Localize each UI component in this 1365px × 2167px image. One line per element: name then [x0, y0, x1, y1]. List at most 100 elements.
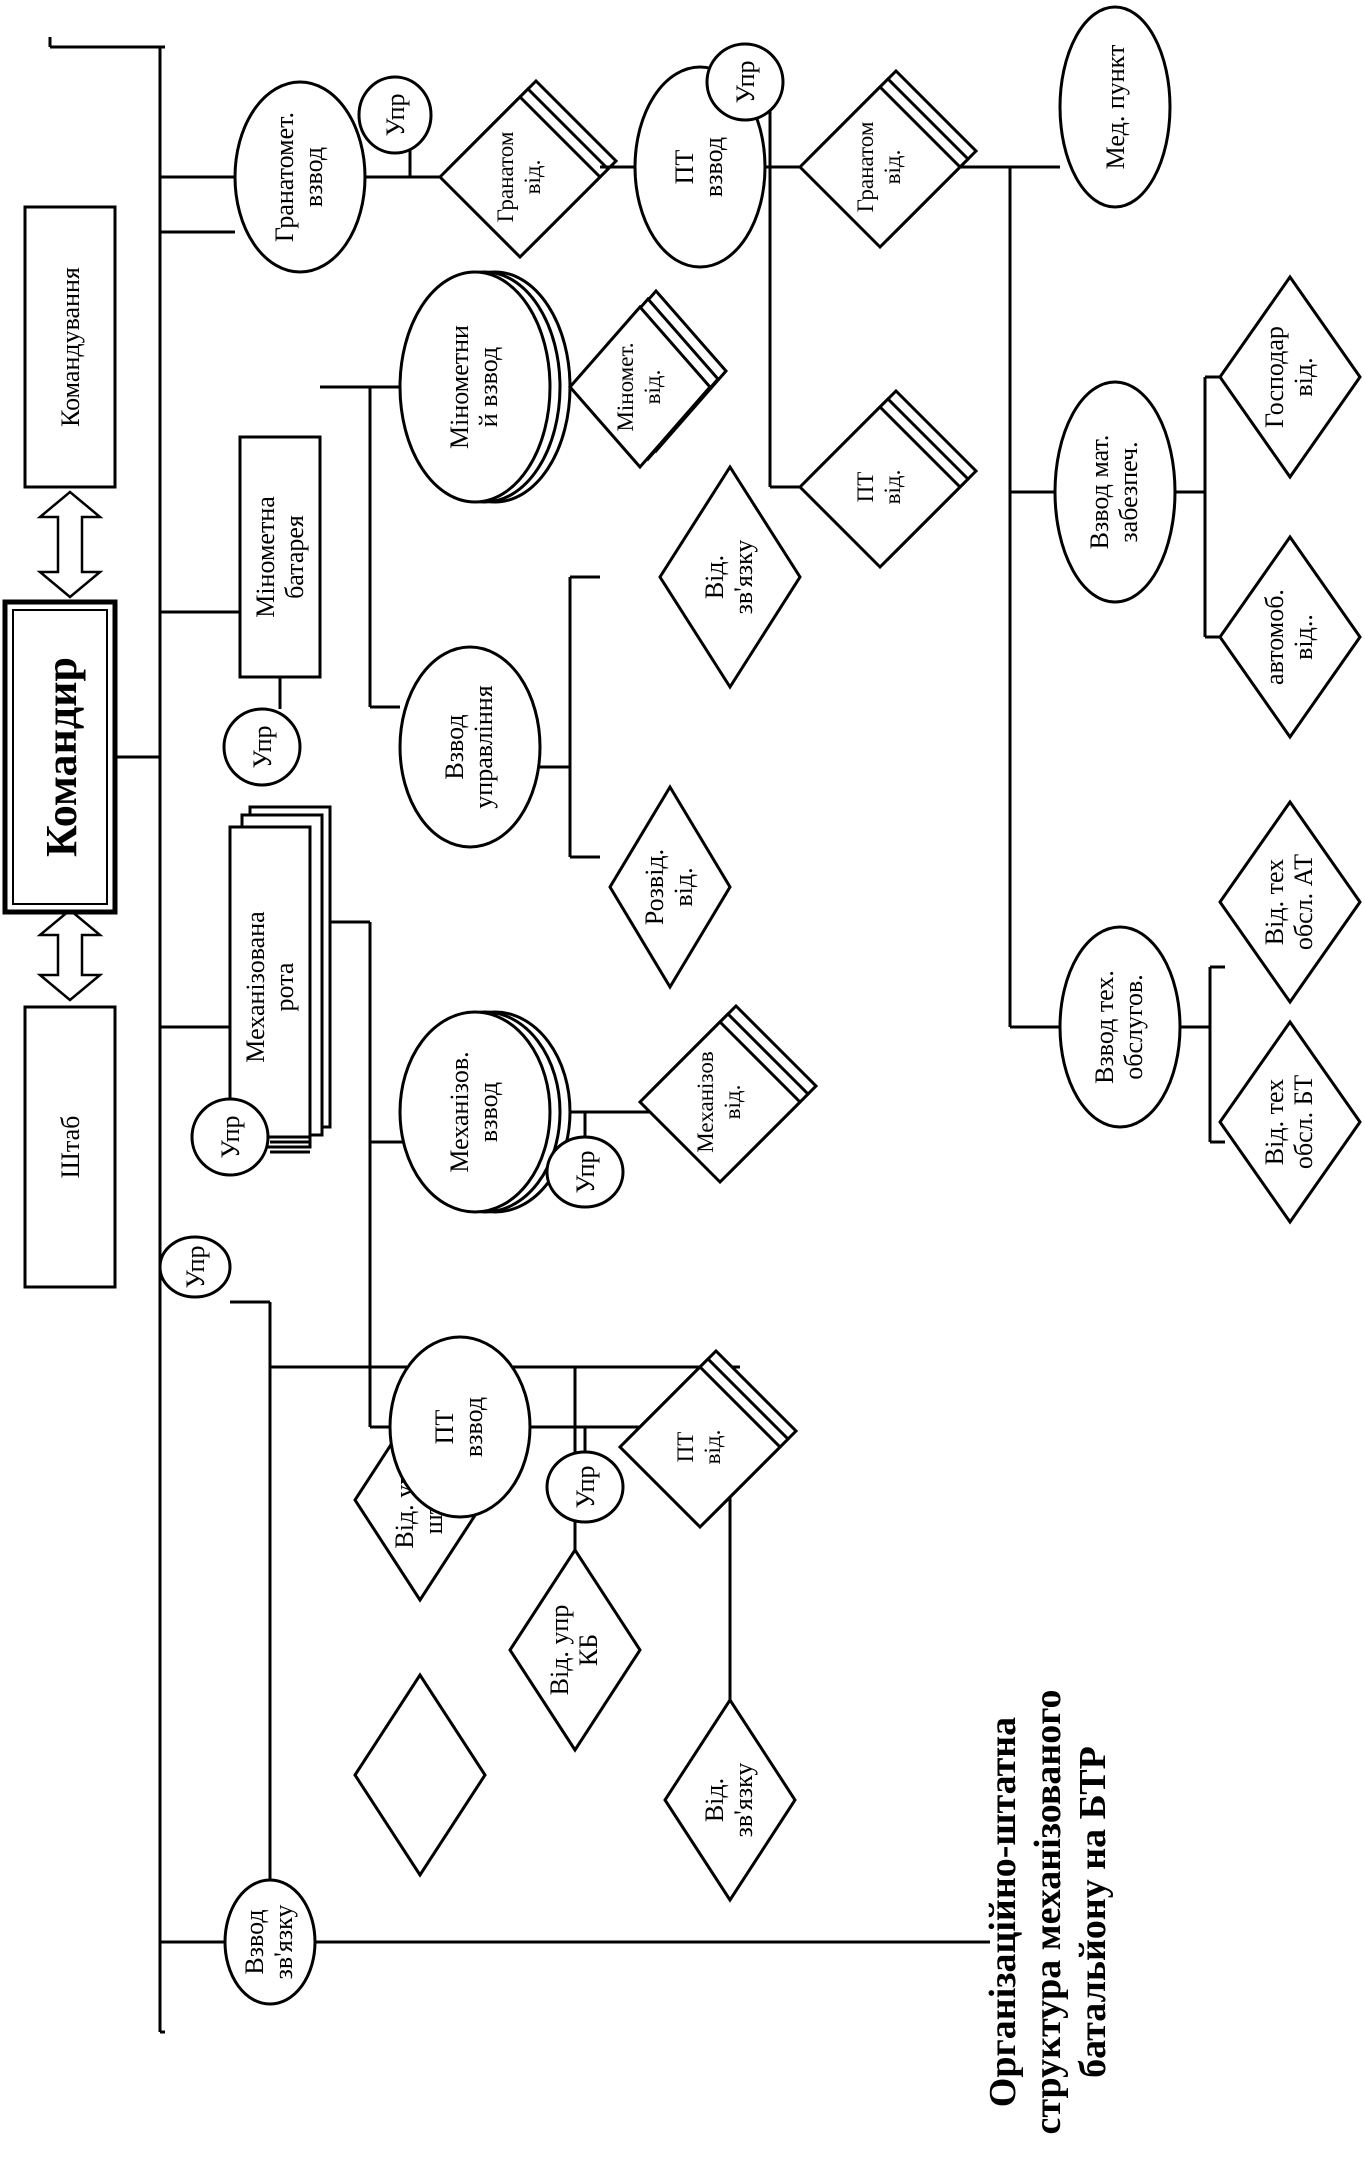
bn-at-upr-label: Упр	[731, 60, 760, 103]
med-point-label: Мед. пункт	[1101, 45, 1130, 170]
title-line-3: батальйону на БТР	[1072, 1746, 1114, 2078]
maintenance-squad-bt-label-2: обсл. БТ	[1289, 1075, 1318, 1169]
diagram-title: Організаційно-штатна структура механізов…	[982, 1689, 1114, 2134]
mech-squad-stack: Механізов від.	[637, 1003, 819, 1185]
mech-at-upr: Упр	[545, 1427, 625, 1524]
mech-at-squad-label-2: від.	[700, 1430, 725, 1465]
bn-at-grenade-squad-stack: Гранатом від.	[797, 68, 979, 250]
arrow-hq-commander	[36, 908, 104, 1002]
mech-platoon: Механізов. взвод	[370, 1010, 660, 1214]
bn-at-squad-stack: ПТ від.	[797, 388, 979, 570]
maintenance-platoon-unit: Взвод тех. обслугов.	[1058, 925, 1225, 1144]
supply-platoon-unit: Взвод мат. забезпеч.	[1053, 375, 1220, 639]
supply-household-squad-label-2: від.	[1289, 357, 1318, 396]
command-box	[23, 205, 117, 489]
mortar-recon-squad: Розвід. від.	[608, 784, 732, 990]
mortar-control-platoon-label-2: управління	[469, 685, 498, 808]
grenade-upr-node: Упр	[357, 75, 433, 155]
supply-household-squad: Господар від.	[1218, 274, 1362, 480]
mortar-battery-label-1: Мінометна	[251, 496, 280, 618]
mortar-battery-label-2: батарея	[280, 515, 309, 599]
mortar-control-platoon-label-1: Взвод	[440, 714, 469, 779]
hq-box	[23, 1005, 117, 1289]
mech-at-platoon-label-2: взвод	[459, 1397, 488, 1457]
supply-platoon-label-2: забезпеч.	[1114, 441, 1143, 542]
title-line-1: Організаційно-штатна	[982, 1717, 1024, 2107]
mech-squad-label-2: від.	[720, 1085, 745, 1120]
commander-label: Командир	[37, 657, 86, 857]
grenade-upr-label: Упр	[381, 93, 410, 136]
mortar-recon-squad-label-1: Розвід.	[640, 849, 669, 925]
grenade-platoon-label-2: взвод	[299, 147, 328, 207]
mech-platoon-label-2: взвод	[474, 1082, 503, 1142]
title-line-2: структура механізованого	[1027, 1689, 1069, 2134]
mech-company-label-1: Механізована	[241, 911, 270, 1063]
supply-auto-squad-label-1: автомоб.	[1260, 589, 1289, 685]
med-point-unit: Мед. пункт	[1058, 5, 1172, 209]
mech-company-box	[228, 825, 312, 1149]
mech-company-upr-label: Упр	[216, 1115, 245, 1158]
maintenance-squad-at-label-2: обсл. АТ	[1289, 854, 1318, 950]
mech-at-platoon-label-1: ПТ	[430, 1410, 459, 1445]
bn-at-grenade-squad-label-1: Гранатом	[853, 121, 878, 212]
grenade-platoon: Гранатомет. взвод	[160, 80, 412, 274]
bn-at-platoon-label-1: ПТ	[670, 150, 699, 185]
mech-company-upr-element: Упр	[190, 1097, 310, 1177]
bn-at-squad-label-2: від.	[880, 470, 905, 505]
mortar-squad-stack: Міномет. від.	[568, 288, 728, 470]
mech-company-unit: Механізована рота	[160, 805, 405, 1429]
mech-at-squad-label-1: ПТ	[673, 1432, 698, 1463]
mech-at-upr-label: Упр	[571, 1465, 600, 1508]
bn-at-upr: Упр	[705, 42, 785, 122]
grenade-squad-stack: Гранатом від.	[410, 78, 619, 260]
signal-squad-comm-label-1: Від.	[700, 1778, 729, 1822]
mech-platoon-upr: Упр	[545, 1112, 625, 1209]
mech-platoon-label-1: Механізов.	[445, 1051, 474, 1172]
hq-label: Штаб	[56, 1116, 85, 1179]
maintenance-squad-at-label-1: Від. тех	[1260, 859, 1289, 945]
mech-platoon-upr-label: Упр	[571, 1150, 600, 1193]
bn-at-grenade-squad-label-2: від.	[880, 150, 905, 185]
mortar-signal-squad: Від. зв'язку	[658, 464, 802, 690]
mortar-platoon: Мінометни й взвод	[370, 270, 600, 504]
mortar-battery-upr-label: Упр	[248, 725, 277, 768]
command-label: Командування	[56, 267, 85, 427]
signal-squad-kb-label-1: Від. упр	[545, 1605, 574, 1696]
supply-platoon-label-1: Взвод мат.	[1085, 435, 1114, 550]
signal-platoon-unit: Упр Взвод зв'язку	[158, 1235, 740, 2006]
mech-squad-label-1: Механізов	[693, 1051, 718, 1153]
mortar-battery-upr: Упр	[222, 677, 302, 787]
mech-at-platoon: ПТ взвод	[388, 1335, 640, 1519]
signal-squad-kb-label-2: КБ	[574, 1634, 603, 1666]
signal-platoon-label-1: Взвод	[240, 1909, 269, 1974]
maintenance-platoon-label-2: обслугов.	[1119, 974, 1148, 1080]
mortar-squad-label-1: Міномет.	[613, 342, 638, 431]
signal-upr-ellipse	[158, 1235, 232, 1299]
arrow-commander-command	[36, 490, 104, 599]
mortar-platoon-label-2: й взвод	[474, 347, 503, 428]
signal-squad-kb: Від. упр КБ	[508, 1547, 642, 1753]
signal-squad-comm: Від. зв'язку	[663, 1697, 797, 1903]
grenade-squad-label-1: Гранатом	[493, 131, 518, 222]
maintenance-squad-at: Від. тех обсл. АТ	[1218, 799, 1362, 1005]
grenade-platoon-label-1: Гранатомет.	[270, 112, 299, 242]
mortar-battery-unit: Мінометна батарея	[238, 385, 372, 707]
right-units: ПТ взвод Упр Гранатом від. ПТ від. Взвод…	[600, 5, 1362, 1225]
supply-household-squad-label-1: Господар	[1260, 326, 1289, 428]
signal-squad-comm-label-2: зв'язку	[729, 1763, 758, 1838]
signal-platoon-label-2: зв'язку	[269, 1905, 298, 1980]
maintenance-platoon-label-1: Взвод тех.	[1090, 970, 1119, 1084]
grenade-squad-label-2: від.	[520, 160, 545, 195]
supply-auto-squad-label-2: від..	[1289, 614, 1318, 660]
supply-auto-squad: автомоб. від..	[1218, 534, 1362, 740]
maintenance-squad-bt-label-1: Від. тех	[1260, 1079, 1289, 1165]
signal-upr-label: Упр	[181, 1245, 210, 1288]
mech-company-label-2: рота	[270, 962, 299, 1011]
mortar-squad-label-2: від.	[640, 370, 665, 405]
maintenance-squad-bt: Від. тех обсл. БТ	[1218, 1019, 1362, 1225]
mortar-signal-squad-label-1: Від.	[700, 555, 729, 599]
mortar-control-platoon: Взвод управління	[370, 575, 600, 859]
bn-at-squad-label-1: ПТ	[853, 472, 878, 503]
bn-at-platoon-label-2: взвод	[699, 137, 728, 197]
